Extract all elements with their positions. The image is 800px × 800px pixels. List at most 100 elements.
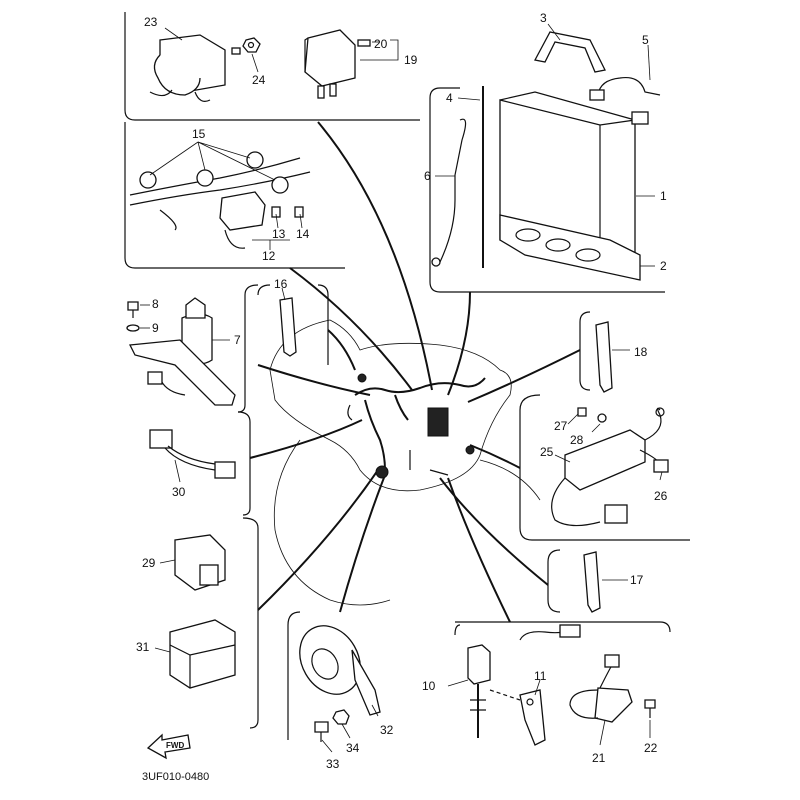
sensor-21-part	[569, 654, 656, 723]
bolt-8	[127, 301, 139, 311]
diagram-code: 3UF010-0480	[142, 771, 209, 783]
rectifier-lead	[551, 477, 601, 527]
frame-horn	[287, 611, 301, 740]
bolt-33	[314, 721, 329, 733]
washer-28	[597, 413, 607, 423]
battery-lead-terminal	[589, 89, 605, 101]
leader-30	[174, 459, 181, 483]
callout-11: 11	[534, 669, 547, 683]
battery-cable-end	[431, 257, 441, 267]
callout-28: 28	[570, 433, 584, 447]
washer-9	[126, 324, 140, 332]
callout-4: 4	[446, 91, 453, 105]
horn-part	[299, 625, 381, 742]
rectifier-lead-26-ring	[655, 407, 665, 417]
ignition-coil-lead	[149, 89, 173, 97]
ignition-coil-lead-2	[194, 91, 211, 102]
rectifier-connector	[604, 504, 628, 524]
band-18	[595, 321, 613, 393]
main-switch-key	[185, 297, 206, 319]
callout-15: 15	[192, 127, 206, 141]
callout-33: 33	[326, 757, 340, 771]
leader-16	[281, 287, 286, 301]
bolt-27	[577, 407, 587, 417]
callout-labels: 23 24 20 19 3 5 4 6 1 2 15 13 14 12 16 8…	[136, 11, 668, 771]
callout-13: 13	[272, 227, 286, 241]
leader-lines	[249, 121, 581, 623]
leader-lower-left	[257, 469, 379, 611]
switch-part	[467, 624, 581, 746]
frame-main-switch	[237, 284, 259, 413]
frame-band	[317, 284, 329, 365]
leader-4	[457, 97, 481, 101]
horn-face	[311, 648, 339, 680]
callout-19: 19	[404, 53, 418, 67]
leader-13	[275, 213, 279, 229]
fuse-2	[294, 206, 304, 218]
callout-26: 26	[654, 489, 668, 503]
frame-outline	[269, 319, 541, 606]
clamp-3	[246, 151, 264, 169]
frame-top-left	[124, 12, 420, 121]
battery-lead-connector	[631, 111, 649, 125]
callout-23: 23	[144, 15, 158, 29]
lead-30-wire	[164, 447, 216, 471]
leader-10	[447, 679, 469, 687]
sensor-21-body	[594, 687, 633, 723]
forward-arrow: FWD	[146, 733, 191, 760]
callout-24: 24	[252, 73, 266, 87]
fuse-1	[271, 206, 281, 218]
horn-bracket	[351, 649, 381, 716]
lead-30-connector-b	[214, 461, 236, 479]
leader-25	[554, 454, 571, 463]
frame-battery	[429, 87, 665, 293]
relay-part	[304, 29, 371, 99]
leader-33	[321, 739, 333, 753]
switch-body	[467, 644, 491, 685]
frame-band-lower	[547, 549, 561, 613]
unit-31-body	[169, 619, 236, 689]
frame-rectifier	[519, 394, 690, 541]
callout-17: 17	[630, 573, 644, 587]
callout-2: 2	[660, 259, 667, 273]
leader-19	[360, 39, 399, 61]
leader-29	[159, 559, 176, 564]
harness-clip-2	[465, 445, 475, 455]
rectifier-part	[551, 407, 669, 527]
leader-relays	[289, 267, 413, 391]
fuse-box-lead	[224, 229, 246, 249]
forward-arrow-label: FWD	[166, 741, 184, 750]
callout-31: 31	[136, 640, 150, 654]
lead-30-connector-a	[149, 429, 173, 449]
callout-18: 18	[634, 345, 648, 359]
ignition-coil-cap	[153, 54, 201, 96]
leader-harness	[249, 419, 363, 459]
frame-downtube	[273, 439, 391, 606]
leader-23	[164, 27, 183, 41]
callout-32: 32	[380, 723, 394, 737]
leader-battery	[447, 291, 471, 396]
callout-6: 6	[424, 169, 431, 183]
ignition-coil-terminal	[231, 47, 241, 55]
ignition-coil-part	[149, 34, 241, 102]
leader-band-lower	[439, 477, 549, 586]
callout-3: 3	[540, 11, 547, 25]
harness-branch-3	[347, 404, 353, 421]
leader-27	[567, 413, 579, 425]
lead-30-wire-2	[167, 445, 216, 465]
band-16-part	[279, 297, 297, 357]
nut-34	[332, 709, 350, 725]
nut-part	[242, 37, 261, 53]
band-17-part	[583, 551, 601, 613]
frame-switch-top	[455, 621, 671, 633]
harness-junction-block	[427, 407, 449, 437]
clamp-4	[271, 176, 289, 194]
harness-branch-2	[394, 394, 409, 421]
leader-14	[299, 213, 303, 229]
leader-21	[599, 719, 606, 746]
frame-band-right	[579, 311, 591, 391]
callout-29: 29	[142, 556, 156, 570]
frame-relay-block	[124, 122, 345, 269]
